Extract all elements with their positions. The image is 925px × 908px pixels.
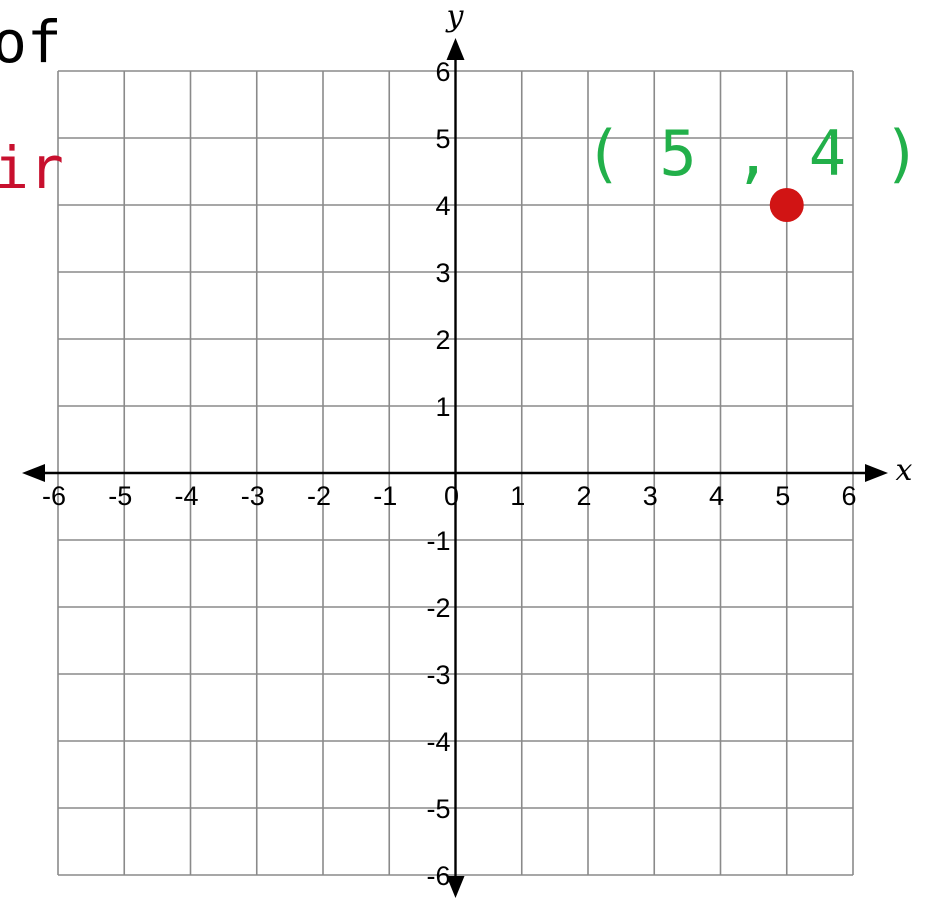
y-axis-arrow-down: [446, 876, 465, 898]
x-tick-label: 1: [510, 481, 525, 511]
y-tick-label: -3: [426, 660, 450, 690]
x-tick-label: -4: [174, 481, 198, 511]
y-tick-label: -1: [426, 526, 450, 556]
x-tick-label: 2: [576, 481, 591, 511]
x-tick-label: -5: [108, 481, 132, 511]
x-axis-label: x: [896, 453, 913, 488]
y-tick-label: -6: [426, 861, 450, 891]
x-tick-label: -1: [373, 481, 397, 511]
x-axis-arrow-right: [865, 464, 888, 482]
x-tick-label: 0: [444, 481, 459, 511]
y-tick-label: 6: [435, 57, 450, 87]
x-tick-label: -2: [307, 481, 331, 511]
y-tick-label: 2: [435, 325, 450, 355]
x-tick-label: 4: [709, 481, 724, 511]
y-tick-label: -5: [426, 794, 450, 824]
data-points: ( 5 , 4 ): [585, 117, 921, 222]
data-point: [769, 188, 804, 222]
axes: [22, 38, 888, 898]
x-tick-label: -3: [241, 481, 265, 511]
tick-labels: -6 -5 -4 -3 -2 -1 0 1 2 3 4 5 6 6 5 4 3 2 1 -1 -2 -3 -4 -5 -6: [42, 57, 857, 891]
point-label: ( 5 , 4 ): [585, 117, 921, 190]
y-tick-label: 1: [435, 392, 450, 422]
y-axis-arrow-up: [446, 38, 465, 60]
x-tick-label: 5: [775, 481, 790, 511]
y-tick-label: -4: [426, 727, 450, 757]
x-tick-label: -6: [42, 481, 66, 511]
y-tick-label: 4: [435, 191, 450, 221]
x-tick-label: 3: [643, 481, 658, 511]
x-axis-arrow-left: [22, 464, 45, 482]
y-tick-label: 5: [435, 124, 450, 154]
x-tick-label: 6: [841, 481, 856, 511]
y-tick-label: 3: [435, 258, 450, 288]
cropped-subtitle-fragment: ir: [0, 134, 64, 202]
y-axis-label: y: [445, 0, 465, 34]
y-tick-label: -2: [426, 593, 450, 623]
cropped-title-fragment: of: [0, 8, 62, 76]
